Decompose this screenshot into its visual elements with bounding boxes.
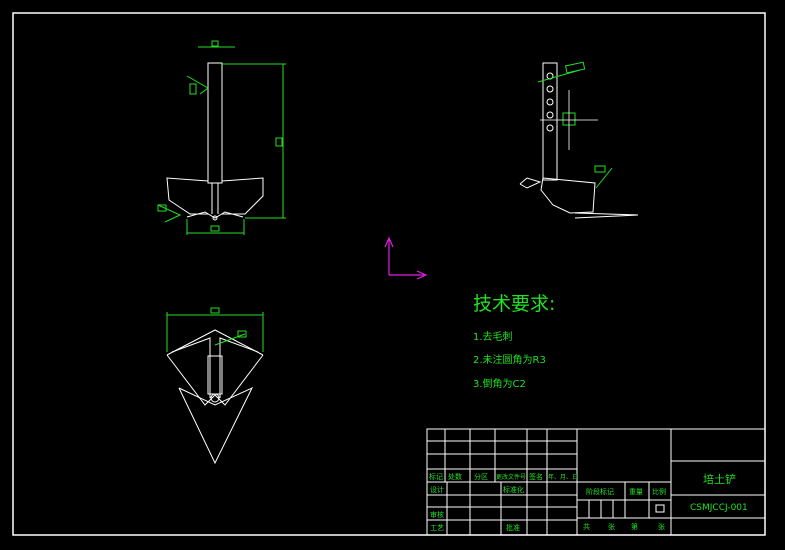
dim-text-box: [211, 40, 219, 47]
leader-top: [214, 333, 246, 346]
top-wing-outline: [166, 329, 264, 356]
dim-text-box: [210, 307, 220, 314]
tech-item-3: 3.倒角为C2: [473, 378, 526, 390]
front-blade-tip: [186, 211, 244, 219]
label-scale: 比例: [652, 487, 666, 496]
label-design: 设计: [430, 485, 444, 494]
tech-heading: 技术要求:: [473, 293, 555, 315]
side-hole-2: [546, 85, 554, 93]
leader-shank: [186, 75, 209, 95]
label-weight: 重量: [629, 488, 643, 496]
label-count: 处数: [448, 472, 462, 481]
dim-text-box: [275, 137, 283, 147]
dim-text-box: [594, 165, 606, 173]
top-blade: [178, 386, 254, 465]
dim-text-box: [564, 61, 586, 74]
top-wing-inner: [166, 354, 264, 406]
side-hole-4: [546, 111, 554, 119]
leader-wing: [595, 167, 613, 189]
ucs-axis-icon: [384, 236, 428, 280]
label-page-of: 第: [631, 522, 638, 531]
label-standardize: 标准化: [503, 485, 524, 494]
dim-text-box: [189, 83, 197, 95]
label-date: 年、月、日: [548, 473, 578, 481]
side-shank: [542, 62, 558, 181]
label-review: 审核: [430, 510, 444, 519]
label-zone: 分区: [474, 472, 488, 481]
dim-text-box: [157, 204, 167, 212]
side-hole-5: [546, 124, 554, 132]
sheet-border: [12, 12, 766, 536]
label-change-doc: 更改文件号: [496, 473, 526, 481]
front-left-wing: [166, 177, 209, 215]
label-approve: 批准: [506, 523, 520, 532]
side-bolt: [519, 177, 542, 189]
label-sheets: 张: [608, 522, 615, 531]
tech-item-2: 2.未注圆角为R3: [473, 353, 546, 366]
top-bolt: [210, 393, 220, 403]
label-mark: 标记: [429, 472, 443, 481]
front-shank: [207, 62, 223, 184]
top-view-dimensions: [166, 307, 264, 352]
technical-requirements: 技术要求: 1.去毛刺 2.未注圆角为R3 3.倒角为C2: [473, 293, 555, 390]
side-blade: [574, 212, 639, 219]
label-stage-mark: 阶段标记: [586, 487, 614, 496]
side-view-dimensions: [537, 61, 613, 189]
drawing-number: CSMJCCJ-001: [690, 503, 748, 513]
front-right-wing: [221, 177, 264, 215]
title-block-text: 标记 处数 分区 更改文件号 签名 年、月、日 设计 标准化 审核 工艺 批准 …: [429, 472, 748, 532]
dim-text-box: [210, 225, 220, 232]
title-block: [426, 428, 766, 536]
label-page: 张: [658, 522, 665, 531]
scale-box: [655, 504, 665, 513]
side-view-centerlines: [540, 90, 598, 150]
front-tip-hole: [212, 215, 218, 221]
leader-wing: [157, 204, 182, 223]
top-wing-right-edge: [219, 337, 259, 398]
top-wing-left-edge: [171, 337, 211, 398]
side-view: [519, 62, 639, 219]
top-view: [166, 329, 264, 465]
label-signature: 签名: [529, 472, 543, 481]
part-name: 培土铲: [703, 472, 736, 486]
dim-text-box: [237, 330, 247, 338]
tech-item-1: 1.去毛刺: [473, 331, 513, 343]
side-hole-3: [546, 98, 554, 106]
front-view-dimensions: [157, 40, 286, 235]
side-wing: [540, 177, 596, 214]
front-view: [166, 62, 264, 221]
label-total: 共: [583, 522, 590, 531]
label-process: 工艺: [430, 524, 444, 532]
